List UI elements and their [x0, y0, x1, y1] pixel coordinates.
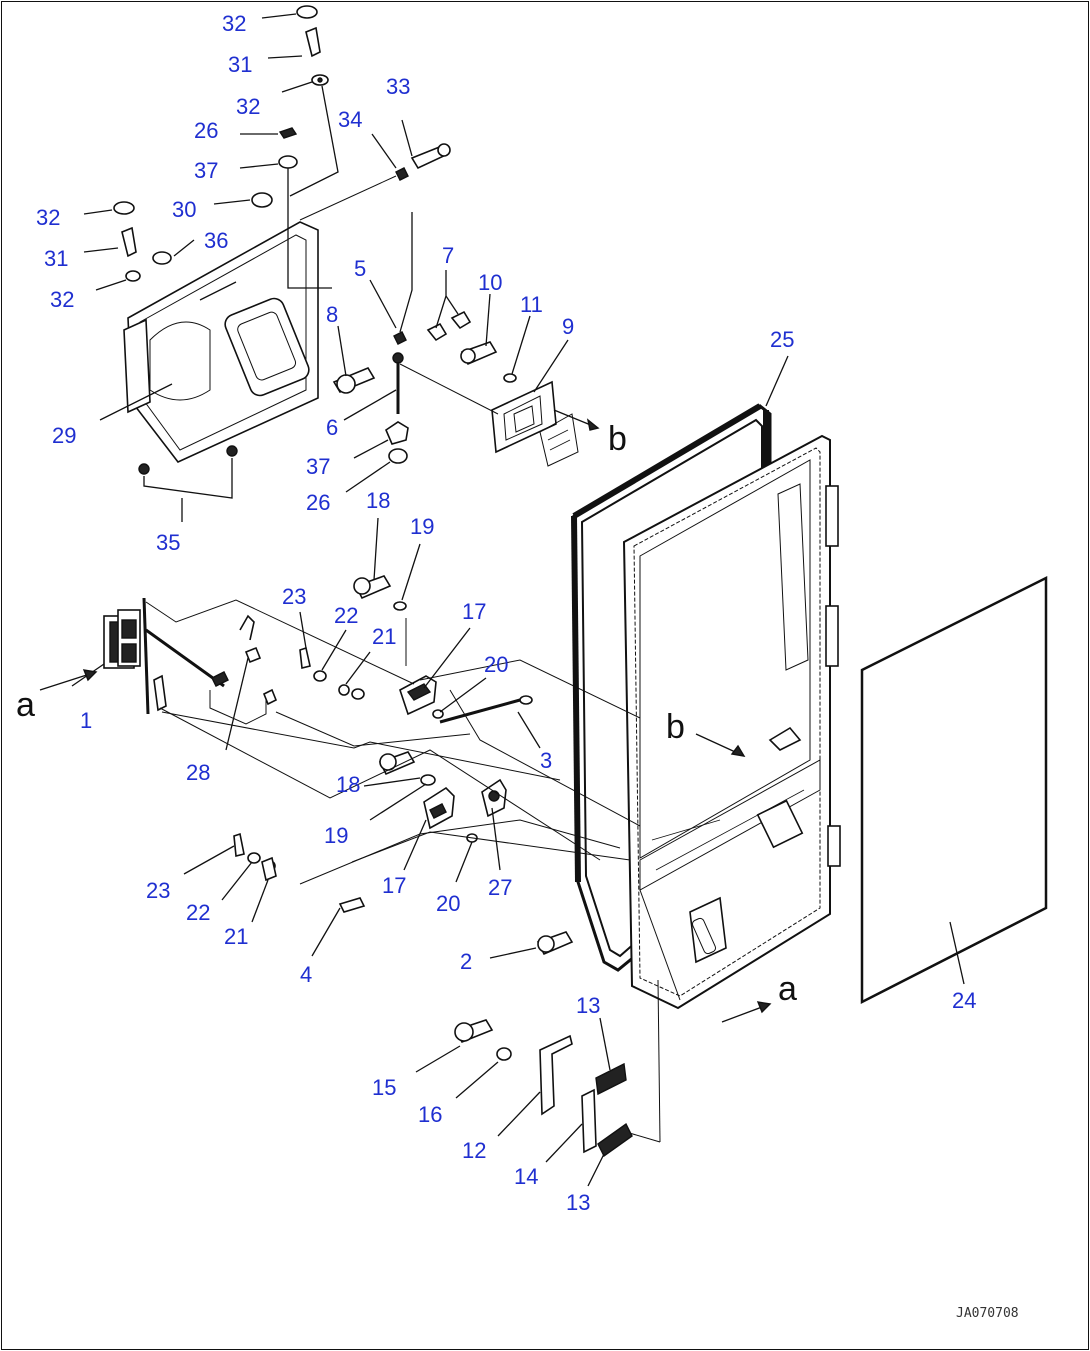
callout-37: 37 [194, 158, 218, 183]
callout-labels: 32 31 32 26 37 30 32 36 31 32 29 35 33 3… [36, 11, 976, 1215]
callout-8: 8 [326, 302, 338, 327]
leader-24 [949, 921, 965, 985]
callout-20: 20 [484, 652, 508, 677]
callout-32: 32 [236, 94, 260, 119]
callout-5: 5 [354, 256, 366, 281]
leaders-bottom [415, 355, 789, 1187]
callout-20: 20 [436, 891, 460, 916]
callout-18: 18 [336, 772, 360, 797]
hinge-parts [233, 575, 574, 956]
callout-21: 21 [224, 924, 248, 949]
callout-16: 16 [418, 1102, 442, 1127]
callout-3: 3 [540, 748, 552, 773]
callout-18: 18 [366, 488, 390, 513]
callout-33: 33 [386, 74, 410, 99]
callout-26: 26 [306, 490, 330, 515]
callout-6: 6 [326, 415, 338, 440]
callout-25: 25 [770, 327, 794, 352]
callout-31: 31 [44, 246, 68, 271]
callout-27: 27 [488, 875, 512, 900]
view-arrows [39, 669, 772, 1023]
callout-7: 7 [442, 243, 454, 268]
window-glass-24 [860, 575, 1048, 1005]
rod-3 [439, 695, 533, 724]
callout-28: 28 [186, 760, 210, 785]
door-panel [622, 434, 841, 1010]
callout-21: 21 [372, 624, 396, 649]
callout-4: 4 [300, 962, 312, 987]
callout-17: 17 [462, 599, 486, 624]
callout-12: 12 [462, 1138, 486, 1163]
callout-14: 14 [514, 1164, 538, 1189]
callout-32: 32 [36, 205, 60, 230]
callout-29: 29 [52, 423, 76, 448]
callout-35: 35 [156, 530, 180, 555]
callout-37: 37 [306, 454, 330, 479]
callout-17: 17 [382, 873, 406, 898]
view-ref-a: a [778, 970, 797, 1008]
callout-19: 19 [410, 514, 434, 539]
callout-34: 34 [338, 107, 362, 132]
callout-13: 13 [576, 993, 600, 1018]
callout-9: 9 [562, 314, 574, 339]
callout-22: 22 [334, 603, 358, 628]
lock-assembly-1 [103, 597, 229, 715]
callout-24: 24 [952, 988, 976, 1013]
callout-22: 22 [186, 900, 210, 925]
leaders-top-left [83, 13, 413, 522]
callout-32: 32 [222, 11, 246, 36]
callout-26: 26 [194, 118, 218, 143]
view-ref-a: a [16, 686, 35, 724]
drawing-code: JA070708 [956, 1306, 1019, 1321]
callout-32: 32 [50, 287, 74, 312]
bracket-assembly-29 [123, 221, 319, 475]
callout-36: 36 [204, 228, 228, 253]
leaders-mid [71, 517, 661, 1143]
callout-15: 15 [372, 1075, 396, 1100]
callout-23: 23 [282, 584, 306, 609]
callout-23: 23 [146, 878, 170, 903]
callout-10: 10 [478, 270, 502, 295]
callout-13: 13 [566, 1190, 590, 1215]
striker-parts [454, 1019, 633, 1158]
callout-31: 31 [228, 52, 252, 77]
fasteners-top-left [113, 5, 451, 282]
callout-11: 11 [520, 292, 543, 317]
callout-30: 30 [172, 197, 196, 222]
routing-lines-mid [145, 599, 641, 885]
leaders-mid-top [337, 270, 569, 493]
callout-19: 19 [324, 823, 348, 848]
latch-hardware [332, 212, 600, 467]
clip-28 [209, 614, 278, 725]
view-ref-b: b [608, 420, 627, 458]
view-reference-letters: a a b b [16, 420, 797, 1008]
view-ref-b: b [666, 708, 685, 746]
callout-1: 1 [80, 708, 92, 733]
callout-2: 2 [460, 949, 472, 974]
